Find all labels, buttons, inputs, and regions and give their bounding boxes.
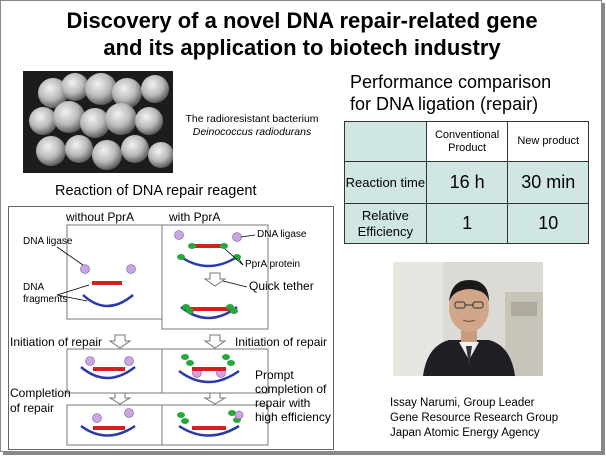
performance-title-line-1: Performance comparison: [350, 72, 552, 92]
title-line-2: and its application to biotech industry: [103, 35, 501, 60]
table-row: Reaction time 16 h 30 min: [344, 161, 589, 204]
title-line-1: Discovery of a novel DNA repair-related …: [66, 8, 538, 33]
label-completion-line2: of repair: [10, 401, 55, 415]
reaction-diagram-graphic: [56, 224, 269, 446]
performance-table: Conventional Product New product Reactio…: [344, 121, 589, 244]
label-dna-ligase-right: DNA ligase: [257, 229, 307, 240]
header-conventional: Conventional Product: [425, 121, 509, 162]
cell-conventional-time: 16 h: [425, 161, 509, 204]
label-prompt-line1: Prompt: [255, 368, 294, 382]
row-label-reaction-time: Reaction time: [344, 161, 427, 204]
credits-group: Gene Resource Research Group: [390, 412, 559, 424]
label-prompt-line2: completion of: [255, 382, 327, 396]
label-prompt-line3: repair with: [255, 396, 311, 410]
row-label-relative-efficiency: Relative Efficiency: [344, 203, 427, 244]
cell-new-efficiency: 10: [507, 203, 589, 244]
researcher-credits: Issay Narumi, Group Leader Gene Resource…: [390, 396, 558, 441]
label-quick-tether: Quick tether: [249, 279, 314, 293]
credits-name: Issay Narumi, Group Leader: [390, 397, 535, 409]
label-initiation-right: Initiation of repair: [235, 335, 328, 349]
label-completion-line1: Completion: [10, 386, 71, 400]
table-header-row: Conventional Product New product: [344, 121, 589, 162]
cell-conventional-efficiency: 1: [425, 203, 509, 244]
label-dna-fragments-line1: DNA: [23, 282, 45, 293]
bacterium-caption-line-1: The radioresistant bacterium: [185, 113, 319, 125]
label-without-ppra: without PprA: [66, 210, 135, 224]
label-prompt-line4: high efficiency: [255, 410, 331, 424]
performance-title: Performance comparison for DNA ligation …: [350, 71, 551, 115]
label-initiation-left: Initiation of repair: [10, 335, 103, 349]
label-with-ppra: with PprA: [169, 210, 221, 224]
bacterium-species-name: Deinococcus radiodurans: [192, 126, 312, 138]
reaction-diagram: without PprA with PprA DNA ligase DNA fr…: [8, 206, 334, 450]
bacterium-caption: The radioresistant bacterium Deinococcus…: [177, 113, 327, 139]
bacterium-micrograph: [23, 71, 173, 173]
performance-title-line-2: for DNA ligation (repair): [350, 94, 539, 114]
reaction-title: Reaction of DNA repair reagent: [55, 183, 257, 199]
credits-organization: Japan Atomic Energy Agency: [390, 427, 540, 439]
label-dna-fragments-line2: fragments: [23, 294, 68, 305]
cell-new-time: 30 min: [507, 161, 589, 204]
table-corner-cell: [344, 121, 427, 162]
label-dna-ligase-left: DNA ligase: [23, 236, 73, 247]
researcher-photo: [393, 262, 543, 376]
label-ppra-protein: PprA protein: [245, 259, 301, 270]
header-new-product: New product: [507, 121, 589, 162]
table-row: Relative Efficiency 1 10: [344, 203, 589, 244]
slide-title: Discovery of a novel DNA repair-related …: [1, 7, 603, 61]
